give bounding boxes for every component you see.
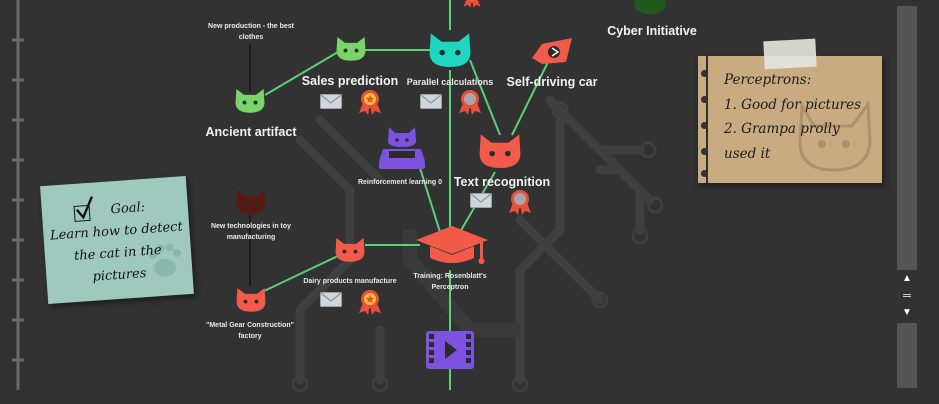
- cat-head-icon[interactable]: [233, 85, 267, 115]
- perceptrons-title: Perceptrons:: [724, 72, 812, 88]
- goal-note-text: Goal: Learn how to detect the cat in the…: [41, 194, 193, 292]
- envelope-icon: [420, 0, 440, 6]
- envelope-icon[interactable]: [420, 94, 442, 109]
- perceptrons-line: 1. Good for pictures: [724, 96, 862, 113]
- node-label-self-driving-car: Self-driving car: [506, 75, 598, 89]
- scroll-down-button[interactable]: ▼: [902, 307, 912, 318]
- award-ribbon-icon: [460, 0, 484, 14]
- car-cat-icon[interactable]: [375, 125, 429, 171]
- note-hole: [701, 96, 708, 103]
- cat-head-icon[interactable]: [234, 284, 268, 314]
- cat-head-icon[interactable]: [334, 33, 368, 63]
- node-label-text-recognition: Text recognition: [453, 175, 551, 189]
- node-label-ancient-artifact: Ancient artifact: [205, 125, 297, 139]
- cat-head-icon[interactable]: [426, 27, 474, 71]
- perceptrons-note: Perceptrons: 1. Good for pictures 2. Gra…: [698, 38, 884, 183]
- perceptrons-line: 2. Grampa prolly: [724, 121, 840, 137]
- cat-head-icon[interactable]: [333, 234, 367, 264]
- node-label-sales-prediction: Sales prediction: [301, 74, 399, 88]
- node-label-training: Training: Rosenblatt's Perceptron: [413, 273, 487, 291]
- note-hole: [701, 122, 708, 129]
- node-label-reinforcement-learning: Reinforcement learning 0: [357, 179, 443, 186]
- award-ribbon-icon: [358, 89, 382, 115]
- node-label-new-technologies: New technologies in toy manufacturing: [210, 223, 292, 241]
- node-label-cyber-initiative: Cyber Initiative: [607, 24, 697, 38]
- node-label-new-production: New production - the best clothes: [208, 23, 294, 41]
- video-play-icon[interactable]: [426, 331, 474, 369]
- perceptrons-line: used it: [724, 145, 771, 162]
- award-ribbon-icon: [358, 289, 382, 315]
- goal-note: Goal: Learn how to detect the cat in the…: [40, 176, 194, 304]
- note-hole: [701, 70, 708, 77]
- note-binding: [706, 56, 708, 183]
- cat-head-icon[interactable]: [234, 186, 268, 216]
- scrollbar-thumb-upper[interactable]: [897, 6, 917, 270]
- cat-paw-icon: [149, 243, 182, 277]
- envelope-icon[interactable]: [320, 292, 342, 307]
- scroll-grip-icon[interactable]: ═: [903, 290, 911, 302]
- envelope-icon[interactable]: [470, 193, 492, 208]
- scroll-up-button[interactable]: ▲: [902, 273, 912, 284]
- note-hole: [701, 170, 708, 177]
- perceptrons-note-text: Perceptrons: 1. Good for pictures 2. Gra…: [724, 68, 884, 166]
- scrollbar-track-lower[interactable]: [897, 323, 917, 388]
- graduation-cap-icon[interactable]: [414, 224, 490, 270]
- node-label-parallel-calculations: Parallel calculations: [406, 77, 494, 87]
- node-label-dairy-products: Dairy products manufacture: [303, 278, 397, 285]
- note-hole: [701, 148, 708, 155]
- cat-head-icon[interactable]: [476, 128, 524, 172]
- checkmark-icon: [75, 196, 94, 220]
- tape-strip: [763, 38, 817, 70]
- cat-sketch-icon: [798, 99, 872, 172]
- cyber-initiative-node-icon[interactable]: [630, 0, 670, 16]
- node-label-metal-gear: "Metal Gear Construction" factory: [206, 322, 294, 340]
- flag-icon[interactable]: [530, 36, 574, 66]
- award-ribbon-icon: [508, 189, 532, 215]
- envelope-icon[interactable]: [320, 94, 342, 109]
- award-ribbon-icon: [458, 89, 482, 115]
